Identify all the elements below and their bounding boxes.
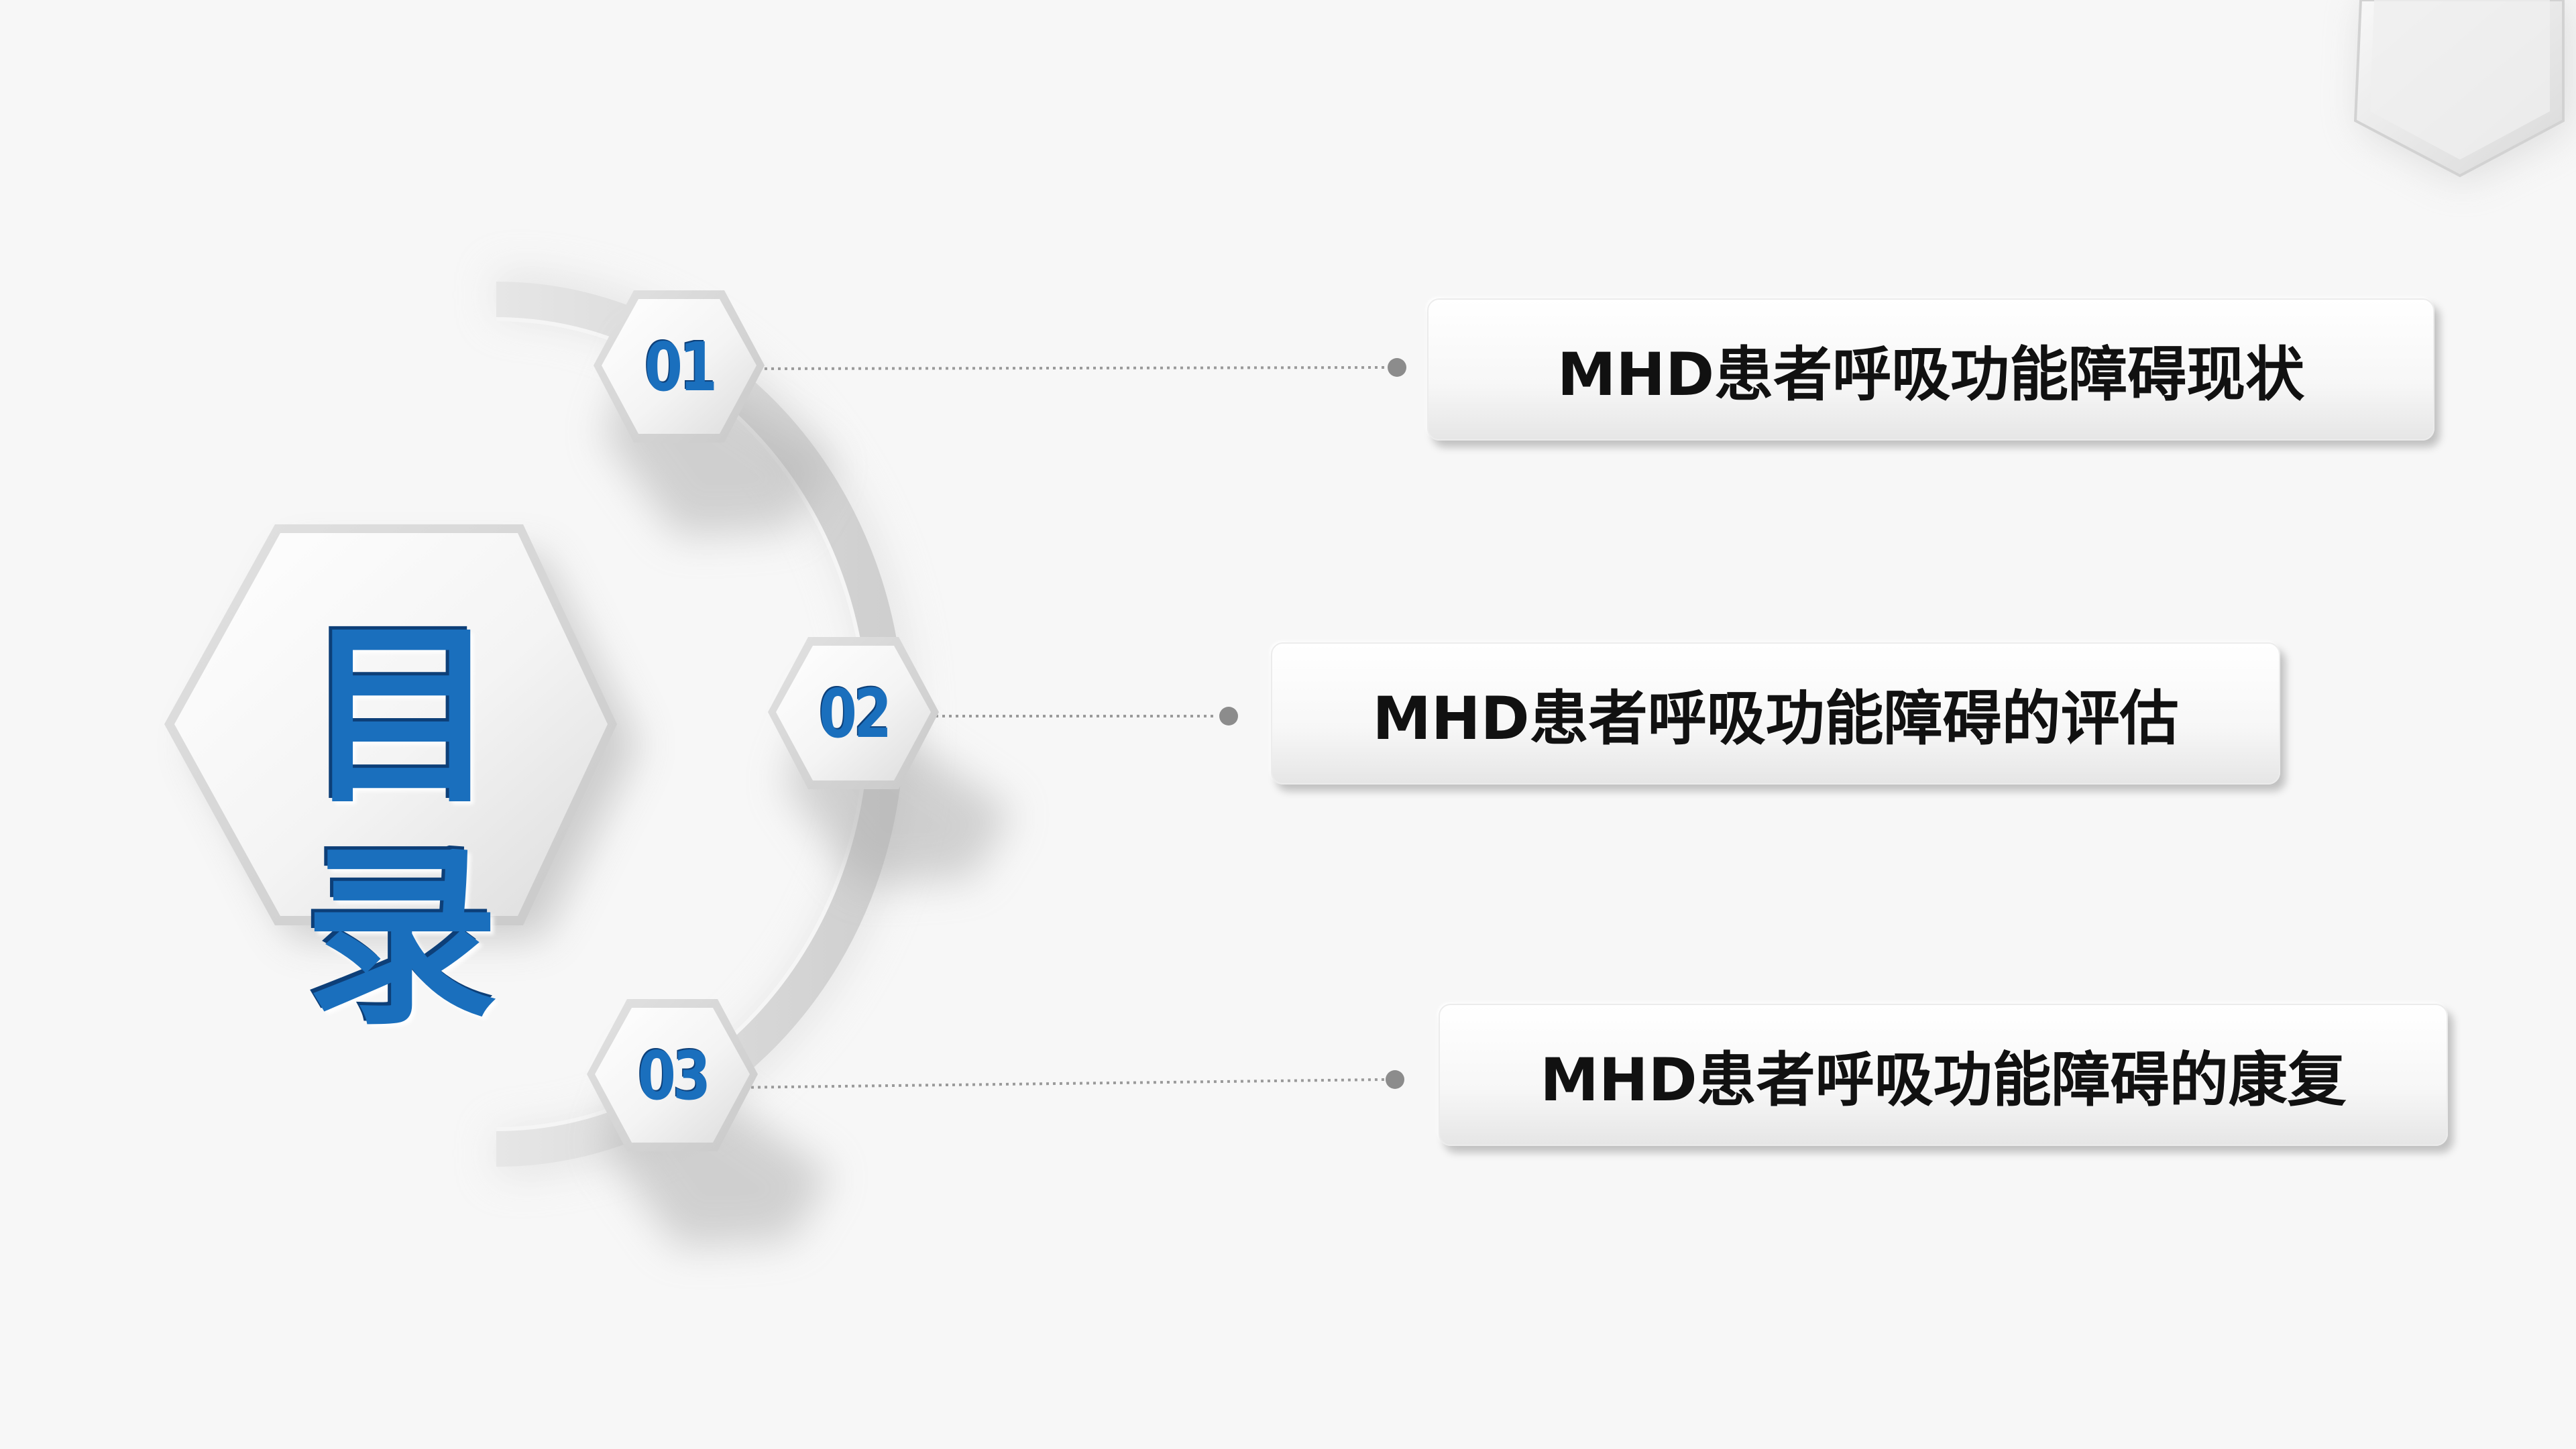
item-number-03: 03 [637, 1037, 711, 1115]
corner-badge [2353, 0, 2569, 181]
item-number-01: 01 [644, 328, 718, 406]
page-title: 目录 [304, 604, 500, 1051]
toc-item-02[interactable]: MHD患者呼吸功能障碍的评估 [1271, 642, 2280, 785]
hexagon-02 [768, 637, 1013, 885]
toc-item-01[interactable]: MHD患者呼吸功能障碍现状 [1427, 298, 2434, 441]
item-number-02: 02 [818, 675, 892, 753]
hexagon-03 [587, 999, 832, 1247]
toc-item-label: MHD患者呼吸功能障碍的康复 [1540, 1045, 2347, 1114]
toc-item-label: MHD患者呼吸功能障碍现状 [1557, 339, 2305, 409]
hexagon-01 [594, 290, 832, 536]
leader-lines [730, 358, 1406, 1089]
toc-item-label: MHD患者呼吸功能障碍的评估 [1372, 683, 2179, 753]
toc-item-03[interactable]: MHD患者呼吸功能障碍的康复 [1439, 1004, 2448, 1146]
title-hexagon [164, 524, 639, 939]
